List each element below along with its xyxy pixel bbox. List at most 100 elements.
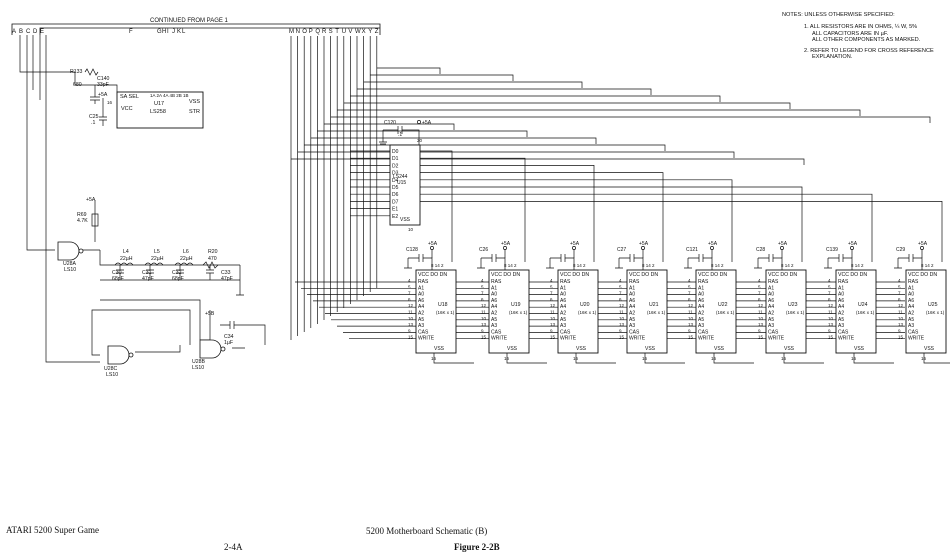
ram-supply-label: +5A — [708, 241, 718, 247]
svg-text:STR: STR — [189, 109, 200, 115]
ram-ground-wire — [644, 353, 685, 364]
ram-pin-label: A3 — [768, 323, 774, 329]
svg-text:47pF: 47pF — [142, 276, 154, 282]
notes-block: NOTES: UNLESS OTHERWISE SPECIFIED: 1. AL… — [782, 12, 934, 60]
u17-chip: SA SEL VCC VSS STR U17 LS258 1A 2A 4A 4B… — [107, 91, 204, 129]
ram-part: (16K x 1) — [926, 310, 945, 315]
data-wire — [363, 81, 583, 88]
svg-text:LS10: LS10 — [64, 267, 76, 273]
ram-pin-label: WRITE — [418, 336, 435, 342]
ram-pin-number: 7 — [828, 291, 831, 296]
ram-pin-label: A3 — [491, 323, 497, 329]
svg-text:LS258: LS258 — [150, 109, 166, 115]
header-letter: U — [342, 29, 346, 35]
header-letter: C — [26, 29, 31, 35]
ram-supply-terminal — [572, 246, 576, 250]
ram-pin-label: A4 — [491, 304, 497, 310]
ram-ref: U23 — [788, 302, 798, 308]
ram-pin-label: WRITE — [491, 336, 508, 342]
ram-vss: VSS — [507, 346, 518, 352]
ram-supply-label: +5A — [428, 241, 438, 247]
u15-pin-label: D5 — [392, 185, 399, 191]
ram-pin-label: A5 — [838, 317, 844, 323]
ram-chip-row: VCC DO DNRASA1A0A6A4A2A5A3CASWRITE457612… — [404, 241, 950, 364]
ram-pin-number: 5 — [619, 284, 622, 289]
header-letter: M — [289, 29, 294, 35]
ram-pin-label: A6 — [768, 298, 774, 304]
ram-pin-number: 5 — [898, 284, 901, 289]
u28c-gate — [107, 345, 134, 365]
ram-pin-number: 15 — [758, 335, 764, 340]
ram-pin-number: 13 — [688, 322, 694, 327]
svg-text:+5B: +5B — [205, 311, 215, 317]
ram-pin-number: 7 — [481, 291, 484, 296]
ram-pin-number: 11 — [688, 310, 693, 315]
ram-part: (16K x 1) — [856, 310, 875, 315]
header-letter: L — [182, 29, 186, 35]
svg-text:LS10: LS10 — [106, 372, 118, 378]
ram-pin-number: 4 — [688, 278, 691, 283]
ram-vss: VSS — [924, 346, 935, 352]
footer-left-title: ATARI 5200 Super Game — [6, 525, 100, 535]
ram-top-numbers: 8 14 2 — [504, 263, 517, 268]
ram-pin-label: CAS — [491, 329, 502, 335]
ram-pin-label: A1 — [629, 285, 635, 291]
ram-vss: VSS — [854, 346, 865, 352]
ram-pin-number: 15 — [619, 335, 625, 340]
ram-pin-label: A2 — [698, 311, 704, 317]
ram-pin-label: A3 — [698, 323, 704, 329]
u15-pin-label: D2 — [392, 163, 399, 169]
ram-decoupling-cap — [477, 254, 506, 270]
ram-supply-terminal — [503, 246, 507, 250]
data-wire — [317, 130, 528, 137]
ram-pin-label: A1 — [908, 285, 914, 291]
ram-ref: U21 — [649, 302, 659, 308]
ram-pin-number: 6 — [688, 297, 691, 302]
ram-pin-label: A1 — [838, 285, 844, 291]
svg-text:U28C: U28C — [104, 366, 118, 372]
u15-pin-label: D1 — [392, 156, 399, 162]
c120-plus5: +5A — [422, 120, 432, 126]
ram-top-label: VCC DO DN — [908, 272, 937, 278]
ram-pin-label: RAS — [768, 279, 779, 285]
ram-pin-number: 6 — [550, 297, 553, 302]
ram-pin-label: A2 — [768, 311, 774, 317]
ram-vss: VSS — [576, 346, 587, 352]
svg-text:U28A: U28A — [63, 261, 77, 267]
ram-decoupling-cap — [615, 254, 644, 270]
ram-chip-u21: VCC DO DNRASA1A0A6A4A2A5A3CASWRITE457612… — [615, 241, 685, 364]
ram-pin-label: A2 — [560, 311, 566, 317]
ram-pin-label: WRITE — [698, 336, 715, 342]
ram-pin-number: 5 — [758, 284, 761, 289]
svg-text:680: 680 — [73, 82, 82, 88]
ram-pin-number: 4 — [898, 278, 901, 283]
u15-output-wire — [420, 150, 453, 262]
svg-text:L4: L4 — [123, 249, 129, 255]
ram-ground-wire — [783, 353, 824, 364]
ram-top-numbers: 8 14 2 — [573, 263, 586, 268]
data-wire — [343, 102, 791, 109]
svg-text:16: 16 — [107, 100, 113, 105]
ram-pin-label: WRITE — [768, 336, 785, 342]
ram-pin-number: 4 — [619, 278, 622, 283]
svg-text:22µH: 22µH — [180, 256, 193, 262]
data-wire — [324, 123, 455, 130]
ram-pin-number: 15 — [481, 335, 487, 340]
ram-vss: VSS — [784, 346, 795, 352]
ram-pin-number: 12 — [550, 303, 556, 308]
data-wire — [370, 74, 514, 81]
svg-text:47pF: 47pF — [221, 276, 233, 282]
ram-pin-number: 12 — [408, 303, 414, 308]
note-2a: 2. REFER TO LEGEND FOR CROSS REFERENCE — [804, 47, 934, 54]
ram-pin-number: 10 — [898, 316, 904, 321]
ram-pin-number: 7 — [688, 291, 691, 296]
ram-pin-label: CAS — [560, 329, 571, 335]
header-letter: S — [329, 29, 333, 35]
svg-text:68pF: 68pF — [172, 276, 184, 282]
ram-pin-label: A2 — [491, 311, 497, 317]
svg-text:LS244: LS244 — [393, 174, 408, 180]
ram-ground-wire — [575, 353, 616, 364]
svg-text:470: 470 — [208, 256, 217, 262]
